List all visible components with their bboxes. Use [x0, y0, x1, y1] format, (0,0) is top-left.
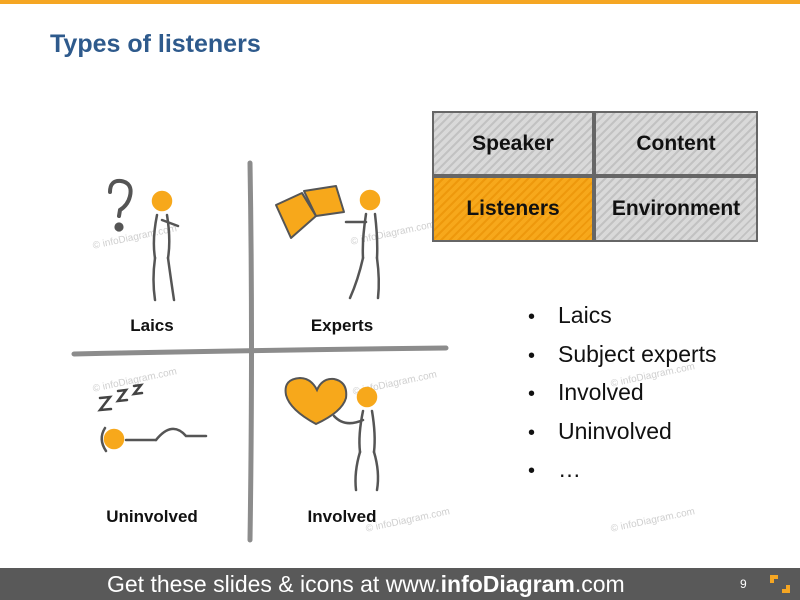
sleep-zzz-icon [97, 383, 144, 412]
page-number: 9 [740, 577, 747, 591]
communication-factors-grid: Speaker Content Listeners Environment [432, 111, 758, 242]
list-item: • Uninvolved [528, 412, 717, 451]
involved-person-icon [332, 386, 380, 492]
listener-types-list: • Laics • Subject experts • Involved • Uninv… [528, 296, 717, 489]
footer-suffix: .com [574, 571, 625, 597]
footer-prefix: Get these slides & icons at www. [107, 571, 441, 597]
sleeping-person-icon [100, 426, 208, 453]
bullet-icon: • [528, 421, 536, 444]
grid-cell-listeners: Listeners [432, 176, 594, 242]
list-item-text: Uninvolved [558, 417, 672, 444]
infodiagram-logo-icon [770, 575, 790, 593]
list-item: • Subject experts [528, 335, 717, 374]
quadrant-label-experts: Experts [310, 316, 374, 335]
footer-bar: Get these slides & icons at www.infoDiag… [0, 568, 800, 600]
grid-cell-environment: Environment [594, 176, 758, 242]
bullet-icon: • [528, 383, 536, 405]
list-item-text: Laics [558, 302, 612, 328]
page-title: Types of listeners [50, 30, 261, 58]
laic-person-icon [151, 190, 180, 302]
list-item-text: Subject experts [558, 340, 717, 367]
bullet-icon: • [528, 306, 536, 328]
grid-cell-speaker: Speaker [432, 111, 594, 176]
list-item-text: … [558, 456, 581, 482]
footer-promo-link[interactable]: Get these slides & icons at www.infoDiag… [107, 568, 625, 600]
quadrant-label-involved: Involved [307, 507, 377, 526]
expert-person-icon [344, 189, 381, 300]
bullet-icon: • [528, 460, 536, 482]
quadrant-axes [71, 160, 449, 543]
quadrant-label-laics: Laics [130, 316, 174, 335]
heart-icon [284, 376, 348, 426]
question-mark-icon [108, 178, 133, 232]
quadrant-label-uninvolved: Uninvolved [106, 507, 198, 526]
footer-brand: infoDiagram [440, 571, 575, 597]
bullet-icon: • [528, 344, 536, 367]
open-book-icon [275, 185, 345, 239]
list-item: • Involved [528, 373, 717, 412]
list-item-text: Involved [558, 379, 644, 405]
list-item: • Laics [528, 296, 717, 335]
list-item: •… [528, 450, 717, 489]
grid-cell-content: Content [594, 111, 758, 176]
top-accent-bar [0, 0, 800, 4]
